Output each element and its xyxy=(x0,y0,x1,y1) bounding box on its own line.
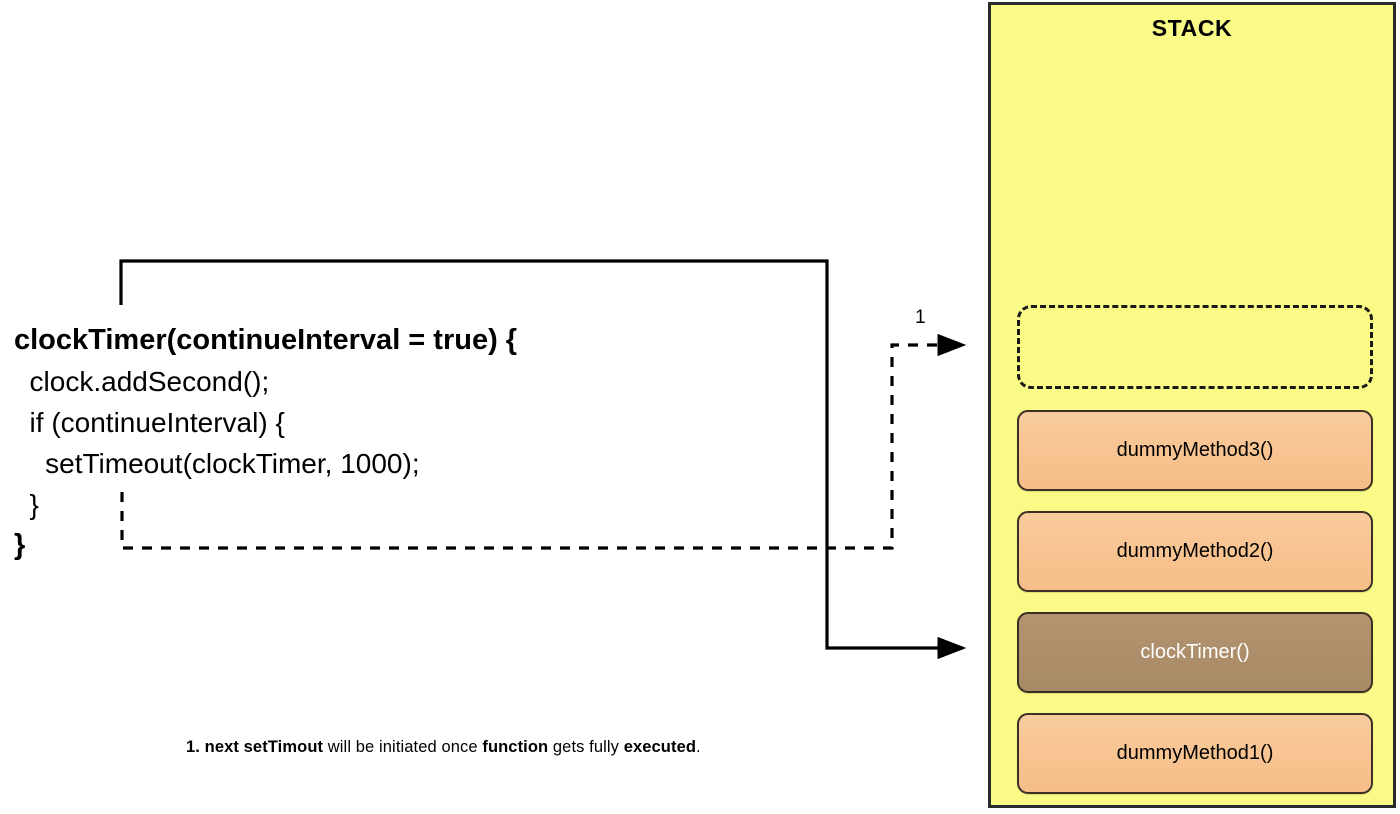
caption-bold-2: function xyxy=(482,738,549,756)
code-line-1: clock.addSecond(); xyxy=(14,366,270,397)
code-line-0: clockTimer(continueInterval = true) { xyxy=(14,324,518,356)
code-line-5: } xyxy=(14,529,26,561)
stack-frame-dummymethod1[interactable]: dummyMethod1() xyxy=(1017,713,1373,794)
stack-empty-slot xyxy=(1017,305,1373,389)
code-snippet: clockTimer(continueInterval = true) { cl… xyxy=(14,320,714,566)
caption-bold-1: 1. next setTimout xyxy=(186,738,324,756)
caption-text-2: gets fully xyxy=(548,738,624,756)
stack-frame-clocktimer[interactable]: clockTimer() xyxy=(1017,612,1373,693)
caption-text-1: will be initiated once xyxy=(323,738,483,756)
code-line-2: if (continueInterval) { xyxy=(14,407,285,438)
code-line-4: } xyxy=(14,489,39,520)
code-line-3: setTimeout(clockTimer, 1000); xyxy=(14,448,420,479)
stack-title: STACK xyxy=(1151,15,1233,41)
caption-period: . xyxy=(696,738,701,756)
step-number-label: 1 xyxy=(915,307,926,328)
stack-panel: STACK dummyMethod3() dummyMethod2() cloc… xyxy=(988,2,1396,808)
stack-frame-dummymethod2[interactable]: dummyMethod2() xyxy=(1017,511,1373,592)
stack-frame-dummymethod3[interactable]: dummyMethod3() xyxy=(1017,410,1373,491)
footnote-caption: 1. next setTimout will be initiated once… xyxy=(186,738,701,757)
caption-bold-3: executed xyxy=(623,738,697,756)
